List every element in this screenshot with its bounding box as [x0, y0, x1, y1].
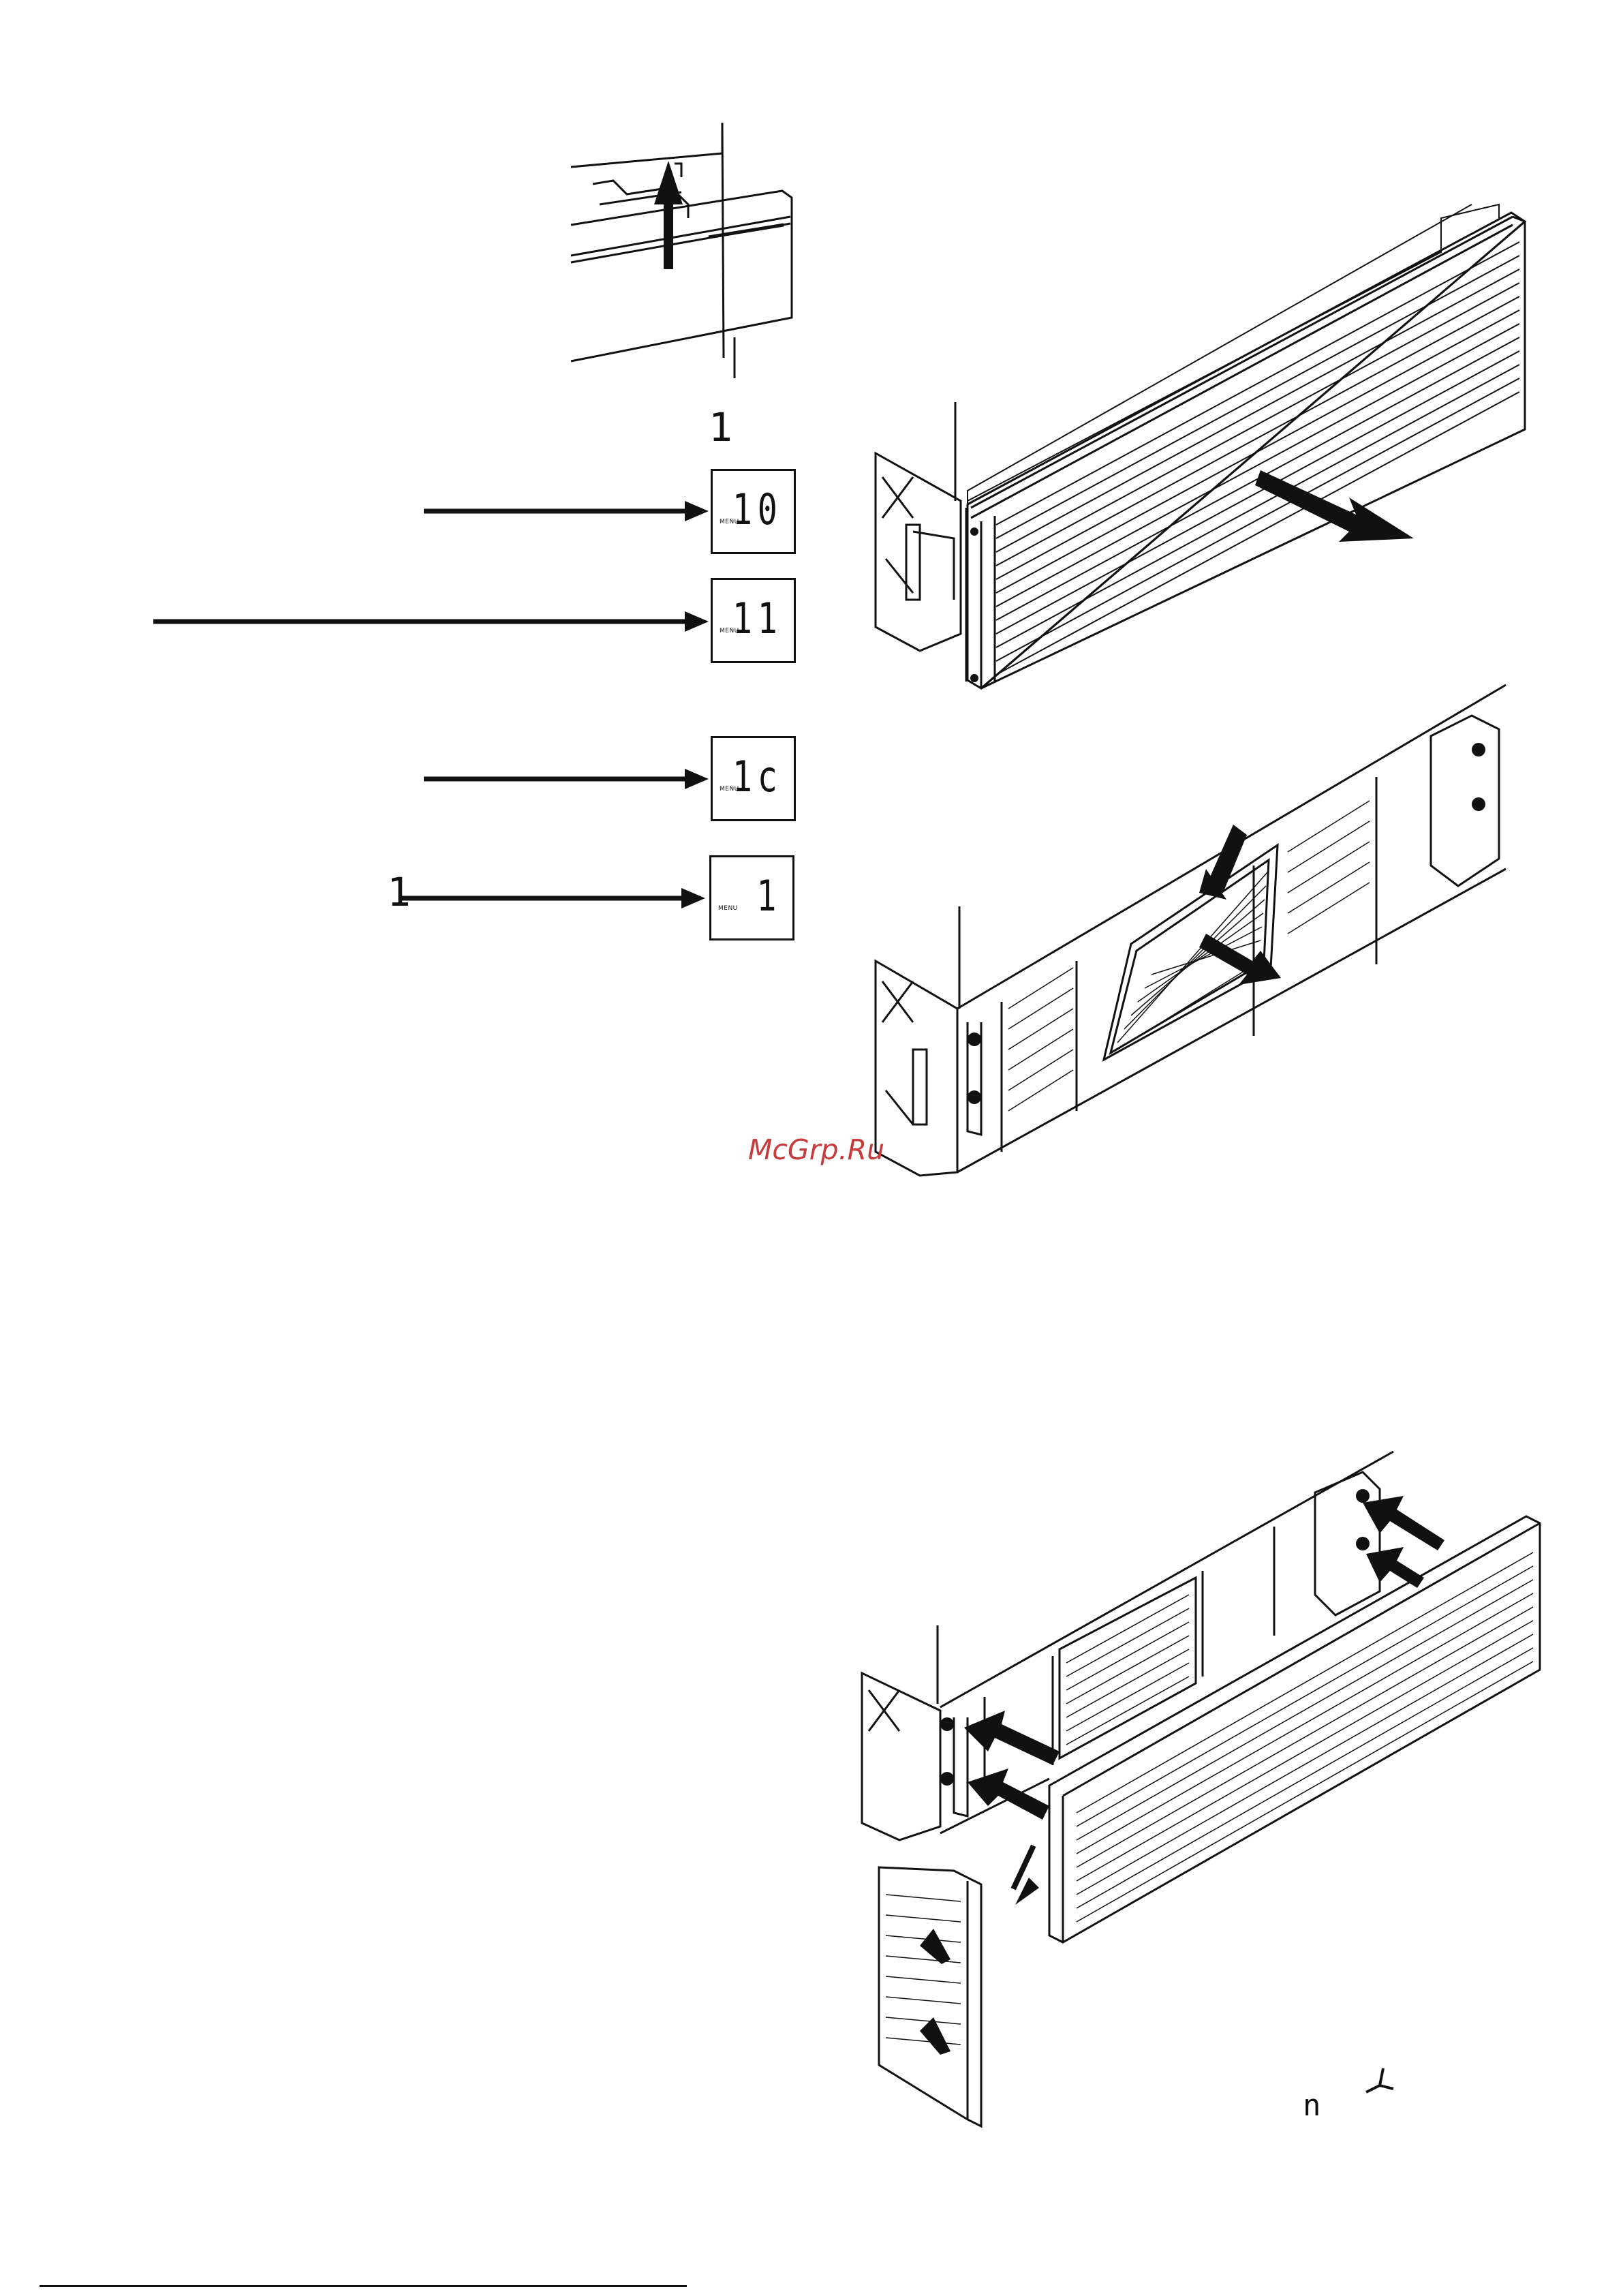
footer-rule: [40, 2285, 687, 2287]
display-menu-1c: MENU 1c: [711, 736, 796, 821]
display-menu-1: MENU 1: [709, 855, 794, 940]
display-value: 10: [732, 489, 783, 531]
digit-one-left: 1: [387, 872, 411, 912]
digit-one-top: 1: [709, 408, 732, 447]
watermark: McGrp.Ru: [748, 1133, 884, 1166]
letter-n: n: [1303, 2091, 1321, 2121]
display-menu-11: MENU 11: [711, 578, 796, 663]
display-value: 1c: [732, 756, 783, 798]
display-menu-label: MENU: [718, 905, 738, 912]
display-value: 1: [756, 875, 782, 917]
display-menu-10: MENU 10: [711, 469, 796, 554]
fan-symbol-icon: [1359, 2062, 1400, 2102]
display-value: 11: [732, 598, 783, 640]
